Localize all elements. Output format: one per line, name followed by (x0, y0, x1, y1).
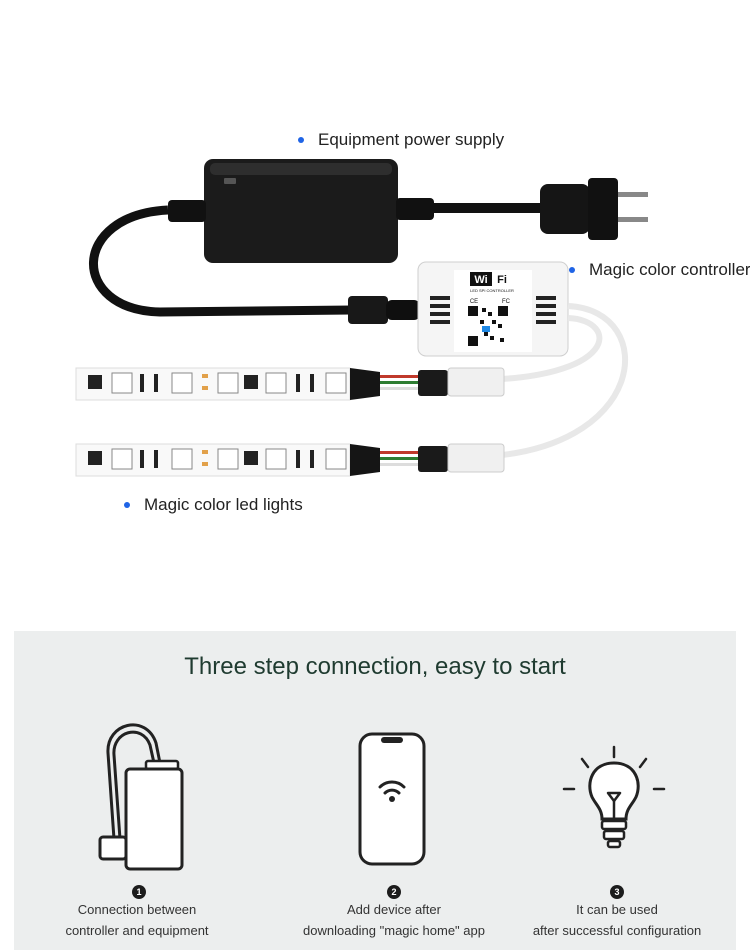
step-2-number: 2 (387, 885, 401, 899)
cert-fc: FC (502, 299, 511, 305)
step-3-line1: It can be used (576, 902, 658, 917)
label-controller: Magic color controller (569, 260, 750, 280)
label-controller-text: Magic color controller (589, 260, 750, 279)
light-bulb-icon (562, 745, 666, 849)
qr-code (468, 306, 508, 346)
steps-title: Three step connection, easy to start (184, 653, 566, 680)
dc-cord (89, 205, 353, 317)
wiring-diagram-image: Wi Fi LED SPI CONTROLLER CE FC (75, 159, 648, 477)
step-2-text: Add device after downloading "magic home… (279, 899, 509, 941)
steps-panel: Three step connection, easy to start 1 C… (14, 631, 736, 950)
label-power-supply-text: Equipment power supply (318, 130, 505, 149)
bullet-icon (569, 267, 575, 273)
step-1-number: 1 (132, 885, 146, 899)
step-3-text: It can be used after successful configur… (502, 899, 732, 941)
step-2-line1: Add device after (347, 902, 441, 917)
cert-ce: CE (470, 299, 478, 305)
label-led-lights: Magic color led lights (124, 495, 303, 515)
step-1-text: Connection between controller and equipm… (22, 899, 252, 941)
step-3-line2: after successful configuration (532, 923, 702, 938)
controller-cable-icon (98, 723, 184, 871)
dc-connector (348, 296, 388, 324)
step-3-number: 3 (610, 885, 624, 899)
bullet-icon (124, 502, 130, 508)
wifi-badge-left: Wi (474, 274, 487, 286)
power-adapter (204, 159, 398, 263)
ac-plug (540, 184, 590, 234)
label-led-lights-text: Magic color led lights (144, 495, 303, 514)
phone-wifi-icon (358, 732, 426, 866)
bullet-icon (298, 137, 304, 143)
wifi-badge-right: Fi (497, 274, 507, 286)
output-cable-2 (469, 303, 628, 460)
led-strip-1 (75, 367, 505, 401)
step-2-line2: downloading "magic home" app (303, 923, 485, 938)
label-power-supply: Equipment power supply (298, 130, 504, 150)
controller-subtitle: LED SPI CONTROLLER (470, 288, 514, 293)
output-cable-1 (469, 315, 603, 383)
product-illustration: Wi Fi LED SPI CONTROLLER CE FC (75, 130, 750, 515)
step-1-line1: Connection between (77, 902, 197, 917)
led-strip-2 (75, 443, 505, 477)
step-1-line2: controller and equipment (65, 923, 209, 938)
